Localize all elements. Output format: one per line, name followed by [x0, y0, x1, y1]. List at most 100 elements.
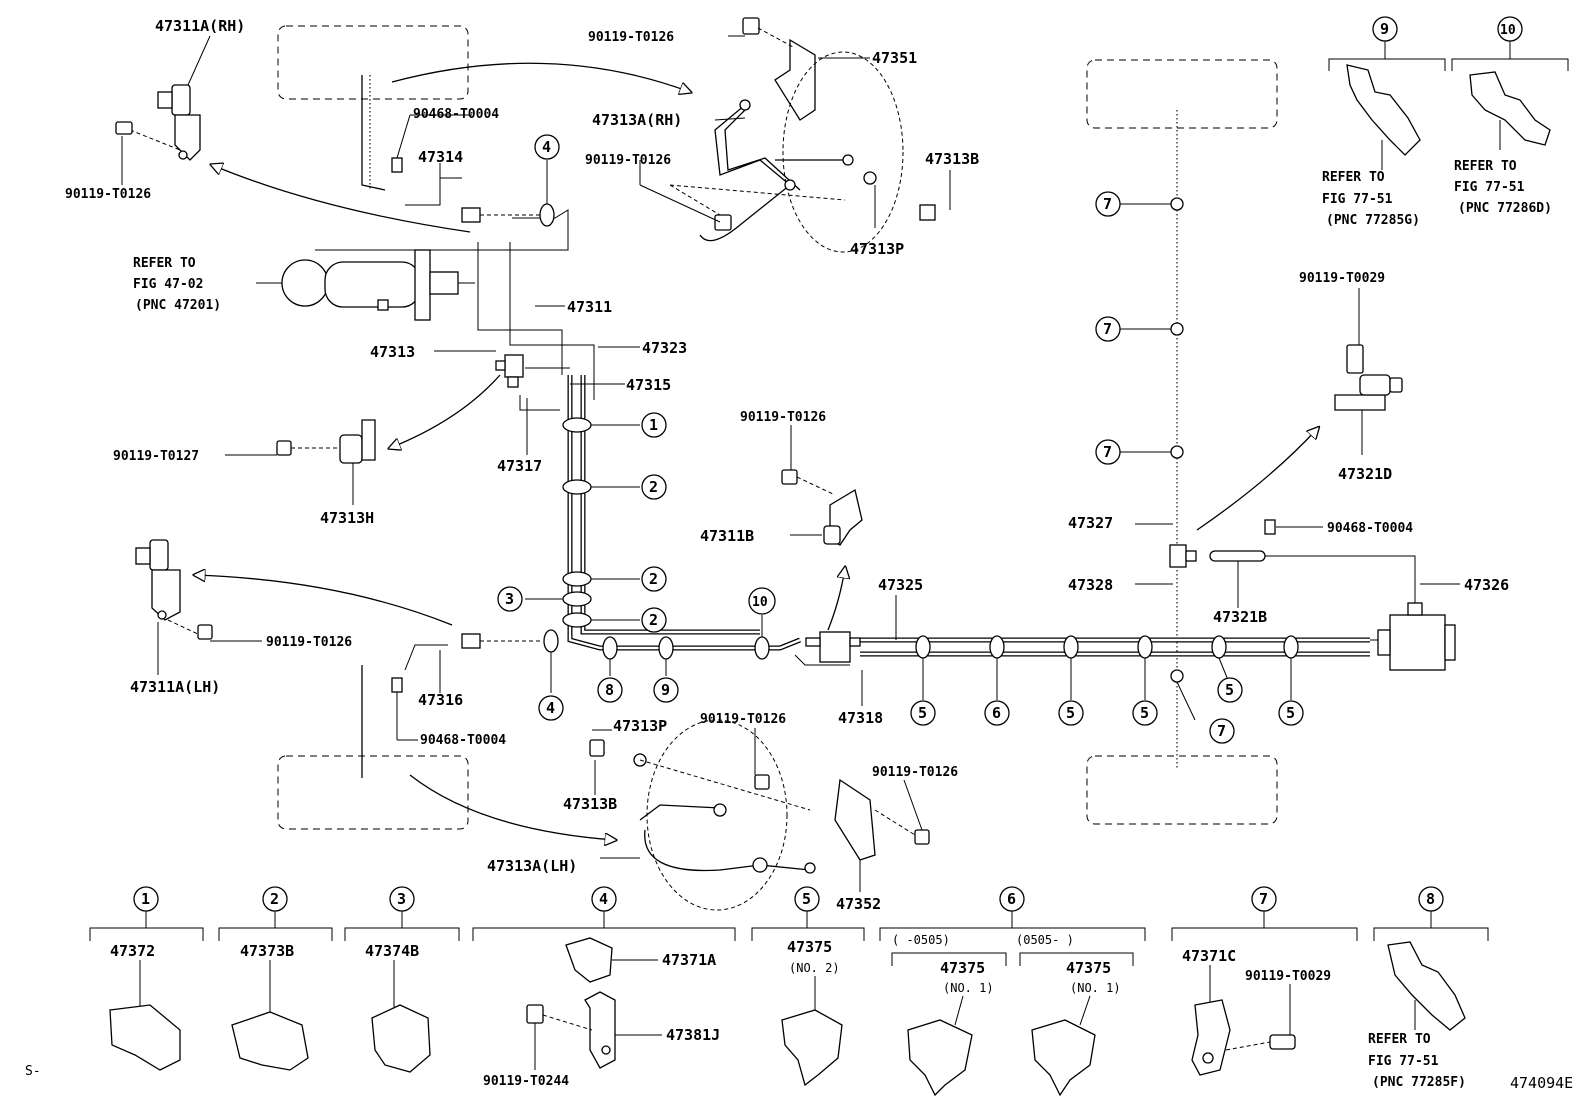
label-ref8-line3: (PNC 77285F)	[1372, 1075, 1466, 1090]
callout-markers	[539, 197, 1299, 683]
label-range-a: ( -0505)	[892, 933, 950, 947]
label-47311: 47311	[567, 298, 612, 316]
legend-clip-4: 4 47371A 47381J 90119-T0244	[472, 886, 736, 1089]
label-47315: 47315	[626, 376, 671, 394]
legend-number-2: 2	[270, 890, 279, 908]
label-90468-t0004-a: 90468-T0004	[413, 107, 499, 122]
callout-4-top: 4	[542, 138, 551, 156]
label-47323: 47323	[642, 339, 687, 357]
label-47311a-rh: 47311A(RH)	[155, 17, 245, 35]
legend-number-3: 3	[397, 890, 406, 908]
label-47328: 47328	[1068, 576, 1113, 594]
hose-top-left	[361, 75, 386, 191]
label-47313h: 47313H	[320, 509, 374, 527]
callout-10-top: 10	[1500, 23, 1516, 38]
label-47313p-bot: 47313P	[613, 717, 667, 735]
callout-4-bottom: 4	[546, 699, 555, 717]
label-47375-no1-b: 47375	[1066, 959, 1111, 977]
legend-clip-5: 5 47375 (NO. 2)	[751, 886, 865, 1087]
label-90468-t0004-c: 90468-T0004	[1327, 521, 1413, 536]
legend-number-6: 6	[1007, 890, 1016, 908]
arrow-to-47313a-lh	[409, 774, 615, 840]
label-90119-t0126-e: 90119-T0126	[266, 635, 352, 650]
area-box-top-left	[277, 25, 469, 100]
label-90119-t0126-a: 90119-T0126	[588, 30, 674, 45]
area-box-bottom-right	[1086, 755, 1278, 825]
callout-5a: 5	[918, 704, 927, 722]
label-ref9-line1: REFER TO	[1322, 170, 1385, 185]
part-47351	[742, 17, 816, 121]
label-90119-t0127: 90119-T0127	[113, 449, 199, 464]
callout-6: 6	[992, 704, 1001, 722]
part-47311b	[781, 469, 863, 546]
legend-clip-6: 6 ( -0505) (0505- ) 47375 (NO. 1) 47375 …	[879, 886, 1146, 1097]
legend-clip-2: 2 47373B	[218, 886, 333, 1071]
label-47352: 47352	[836, 895, 881, 913]
part-47313h	[276, 419, 376, 464]
label-47375-no2-sub: (NO. 2)	[789, 961, 840, 975]
pipe-47311	[477, 242, 563, 375]
callout-5d: 5	[1225, 681, 1234, 699]
arrow-to-47311a-rh	[212, 165, 471, 233]
label-47372: 47372	[110, 942, 155, 960]
callout-2c: 2	[649, 611, 658, 629]
label-90119-t0029-a: 90119-T0029	[1299, 271, 1385, 286]
label-refer-47-line2: FIG 47-02	[133, 277, 203, 292]
label-ref9-line2: FIG 77-51	[1322, 192, 1393, 207]
label-47351: 47351	[872, 49, 917, 67]
callout-9-pipe: 9	[661, 681, 670, 699]
legend-number-5: 5	[802, 890, 811, 908]
callout-7b: 7	[1103, 320, 1112, 338]
area-box-bottom-left	[277, 755, 469, 830]
callout-2a: 2	[649, 478, 658, 496]
label-ref8-line2: FIG 77-51	[1368, 1054, 1439, 1069]
pipe-47316	[404, 644, 448, 671]
label-90119-t0244: 90119-T0244	[483, 1074, 569, 1089]
part-47326	[1377, 602, 1456, 671]
arrow-to-47313h	[390, 374, 501, 448]
callout-8: 8	[605, 681, 614, 699]
label-90119-t0029-b: 90119-T0029	[1245, 969, 1331, 984]
arrow-to-47321d	[1196, 428, 1318, 531]
label-47316: 47316	[418, 691, 463, 709]
label-47375-no1-a-sub: (NO. 1)	[943, 981, 994, 995]
label-90468-t0004-b: 90468-T0004	[420, 733, 506, 748]
label-90119-t0126-g: 90119-T0126	[872, 765, 958, 780]
arrow-to-47313a-rh	[391, 62, 690, 92]
label-ref9-line3: (PNC 77285G)	[1326, 213, 1420, 228]
callout-10-pipe: 10	[752, 595, 768, 610]
pipe-47321b	[1265, 555, 1416, 604]
label-47313a-rh: 47313A(RH)	[592, 111, 682, 129]
callout-7a: 7	[1103, 195, 1112, 213]
callout-2b: 2	[649, 570, 658, 588]
valve-47313	[495, 354, 524, 388]
label-47375-no2: 47375	[787, 938, 832, 956]
label-range-b: (0505- )	[1016, 933, 1074, 947]
callout-1: 1	[649, 416, 658, 434]
junction-block-47318	[805, 631, 861, 663]
pipe-47317	[519, 395, 560, 411]
legend-clip-3: 3 47374B	[344, 886, 460, 1073]
diagram-id: 474094E	[1510, 1074, 1573, 1092]
part-47311a-rh	[115, 84, 201, 161]
callout-3: 3	[505, 590, 514, 608]
pipe-47323	[509, 242, 595, 400]
label-47321d: 47321D	[1338, 465, 1392, 483]
label-47313b-top: 47313B	[925, 150, 979, 168]
label-90119-t0126-f: 90119-T0126	[700, 712, 786, 727]
pipe-callout-numbers: 4 1 2 2 3 2 10 4 8 9 5 6 5 5 5 5 7 7 7	[497, 134, 1304, 744]
label-47313p-top: 47313P	[850, 240, 904, 258]
label-ref10-line2: FIG 77-51	[1454, 180, 1525, 195]
legend-clip-1: 1 47372	[89, 886, 204, 1071]
hose-47313a-lh	[589, 719, 930, 911]
label-refer-47-line3: (PNC 47201)	[135, 298, 221, 313]
label-47313: 47313	[370, 343, 415, 361]
hose-47313a-rh	[669, 51, 936, 253]
label-47313a-lh: 47313A(LH)	[487, 857, 577, 875]
master-cylinder	[281, 249, 475, 321]
label-47327: 47327	[1068, 514, 1113, 532]
label-ref10-line1: REFER TO	[1454, 159, 1517, 174]
legend-number-4: 4	[599, 890, 608, 908]
callout-group-9: 9 REFER TO FIG 77-51 (PNC 77285G)	[1322, 16, 1446, 228]
label-47311a-lh: 47311A(LH)	[130, 678, 220, 696]
